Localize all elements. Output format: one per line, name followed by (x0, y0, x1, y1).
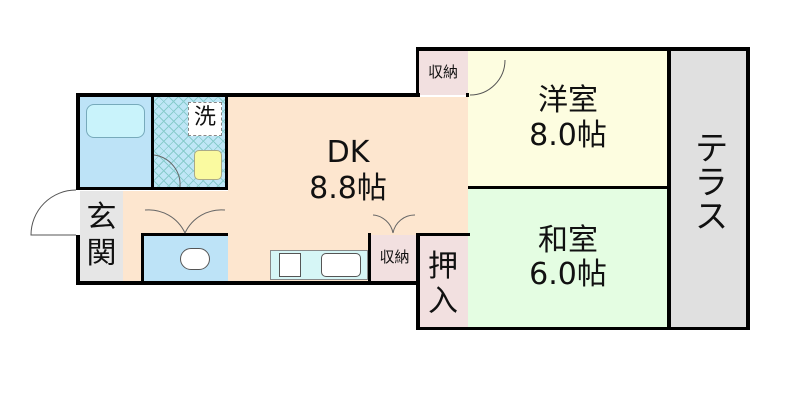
wall (416, 47, 750, 51)
dk-name: DK (326, 135, 370, 170)
bathtub (86, 104, 145, 138)
japanese-room-size: 6.0帖 (529, 257, 607, 292)
western-room (468, 51, 668, 187)
storage-mid-label: 収納 (379, 248, 410, 266)
wall (416, 233, 420, 329)
storage-top (418, 51, 468, 95)
wall (466, 93, 469, 97)
washroom-label: 洗 (193, 105, 216, 130)
sink-icon (321, 253, 361, 277)
terrace (670, 51, 746, 327)
wall (746, 47, 750, 329)
wall (76, 93, 80, 190)
western-room-size: 8.0帖 (529, 118, 607, 153)
wall (416, 233, 470, 236)
storage-top-label: 収納 (427, 63, 458, 81)
wall (368, 233, 371, 283)
wash-basin-icon (194, 150, 222, 180)
washroom-label-box (188, 102, 222, 136)
entrance (80, 191, 123, 281)
closet-label-2: 入 (428, 284, 458, 319)
entrance-label-2: 関 (86, 236, 117, 271)
storage-mid (371, 235, 418, 281)
wall (416, 47, 419, 97)
wall (76, 281, 420, 285)
wall (141, 233, 228, 236)
western-room-name: 洋室 (538, 83, 598, 118)
closet (418, 236, 468, 327)
wall (226, 93, 420, 97)
dk-size: 8.8帖 (309, 171, 387, 206)
closet-label-1: 押 (428, 249, 458, 284)
wall (76, 93, 228, 97)
wall (151, 97, 154, 187)
wall (225, 97, 228, 190)
entrance-label-1: 玄 (86, 200, 117, 235)
toilet-icon (180, 248, 210, 270)
stove-icon (279, 253, 301, 277)
japanese-room-name: 和室 (538, 223, 598, 258)
wall (667, 47, 671, 329)
wall (76, 187, 228, 190)
wall (76, 235, 80, 285)
wall (416, 327, 750, 330)
wall (141, 233, 144, 283)
japanese-room (468, 189, 668, 327)
terrace-label: テラス (688, 130, 728, 232)
wall (468, 186, 670, 189)
